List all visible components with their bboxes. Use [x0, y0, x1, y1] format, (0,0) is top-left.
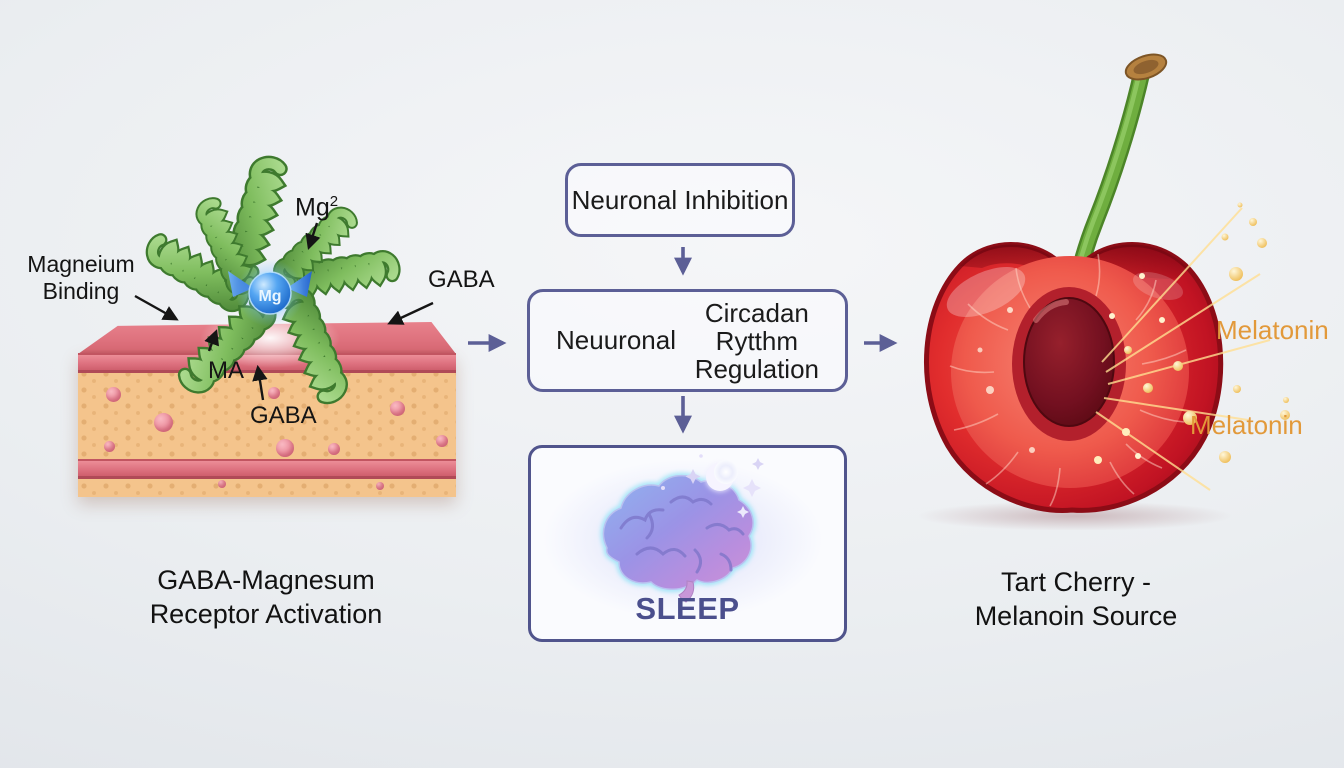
star-icons [661, 454, 764, 518]
flow-box-sleep: SLEEP [528, 445, 847, 642]
flow-box-regulation: Neuuronal Circadan Rytthm Regulation [527, 289, 848, 392]
flow-box2-left-label: Neuuronal [556, 325, 676, 355]
gaba-top-label: GABA [428, 266, 495, 293]
gaba-receptor-illustration: Mg [0, 0, 520, 520]
cherry-shadow [917, 501, 1233, 530]
melatonin-rays [1095, 207, 1271, 491]
ma-label: MA [208, 357, 244, 384]
flow-box-neuronal-inhibition: Neuronal Inhibition [565, 163, 795, 237]
tart-cherry-illustration [917, 53, 1290, 530]
moon-icon [705, 460, 738, 492]
flow-box2-right-label: Circadan Rytthm Regulation [694, 297, 819, 384]
brain-icon [601, 473, 756, 603]
pit-highlight [1033, 299, 1069, 323]
melatonin-particles [977, 202, 1290, 464]
brain-gyri [619, 495, 745, 574]
melatonin-label-top: Melatonin [1216, 315, 1329, 345]
mg-ion-sphere [248, 271, 292, 315]
membrane-lipid-band-lower [78, 459, 456, 479]
left-caption: GABA-Magnesum Receptor Activation [149, 565, 383, 629]
sleep-brain-illustration [543, 454, 823, 620]
sleep-label: SLEEP [635, 591, 740, 626]
right-caption: Tart Cherry - Melanoin Source [974, 567, 1178, 631]
mg2-label: Mg2 [295, 193, 339, 222]
cherry-flesh-fibers [949, 253, 1187, 507]
melatonin-label-bottom: Melatonin [1190, 410, 1303, 440]
magnesium-binding-label: Magneium Binding [27, 251, 135, 304]
brain-stem [678, 580, 695, 603]
flow-box1-label: Neuronal Inhibition [571, 184, 789, 215]
gaba-bottom-label: GABA [250, 402, 317, 429]
mg-ion-text: Mg [258, 288, 281, 305]
cherry-pit [1023, 297, 1115, 427]
